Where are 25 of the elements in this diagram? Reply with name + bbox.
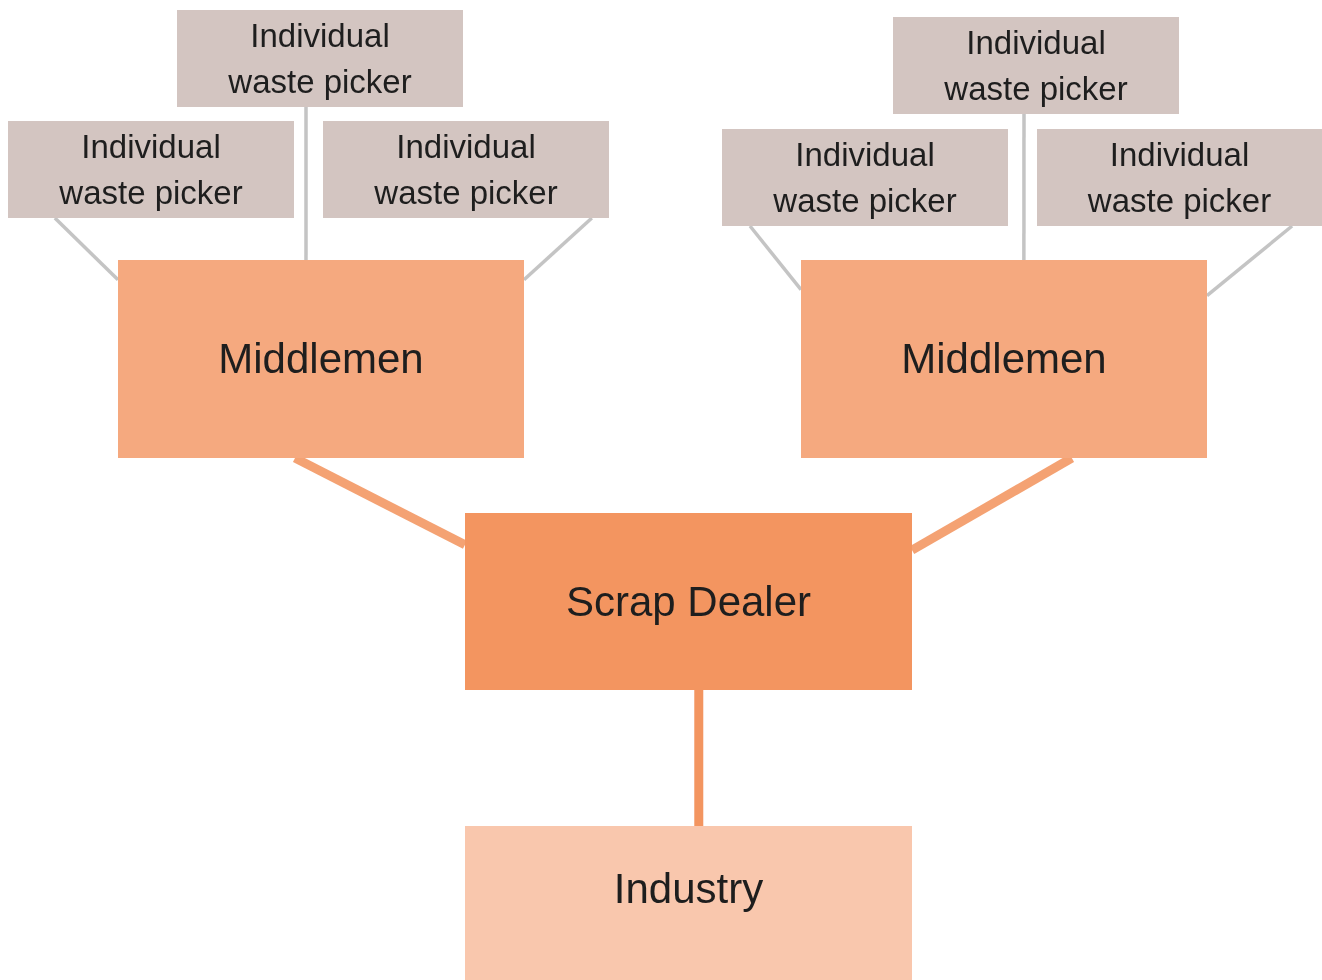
middlemen-box bbox=[118, 260, 524, 458]
picker-box bbox=[893, 17, 1179, 114]
node-label: Middlemen bbox=[218, 334, 424, 384]
node-label: Individual waste picker bbox=[58, 126, 244, 213]
industry-box bbox=[465, 826, 912, 980]
node-label: Individual waste picker bbox=[1086, 134, 1273, 221]
middlemen-box bbox=[801, 260, 1207, 458]
picker-box bbox=[323, 121, 609, 218]
node-label: Middlemen bbox=[901, 334, 1107, 384]
connector-line bbox=[694, 690, 704, 826]
picker-box bbox=[1037, 129, 1322, 226]
connector-line bbox=[304, 107, 308, 260]
node-label: Individual waste picker bbox=[227, 15, 413, 102]
connector-line bbox=[748, 224, 803, 291]
picker-box bbox=[177, 10, 463, 107]
picker-box bbox=[722, 129, 1008, 226]
node-label: Industry bbox=[613, 864, 764, 914]
picker-box bbox=[8, 121, 294, 218]
connector-line bbox=[53, 216, 120, 282]
node-label: Individual waste picker bbox=[373, 126, 559, 213]
connector-line bbox=[1022, 114, 1026, 260]
node-label: Individual waste picker bbox=[943, 22, 1129, 109]
node-label: Scrap Dealer bbox=[565, 576, 812, 627]
dealer-box bbox=[465, 513, 912, 690]
node-label: Individual waste picker bbox=[772, 134, 958, 221]
